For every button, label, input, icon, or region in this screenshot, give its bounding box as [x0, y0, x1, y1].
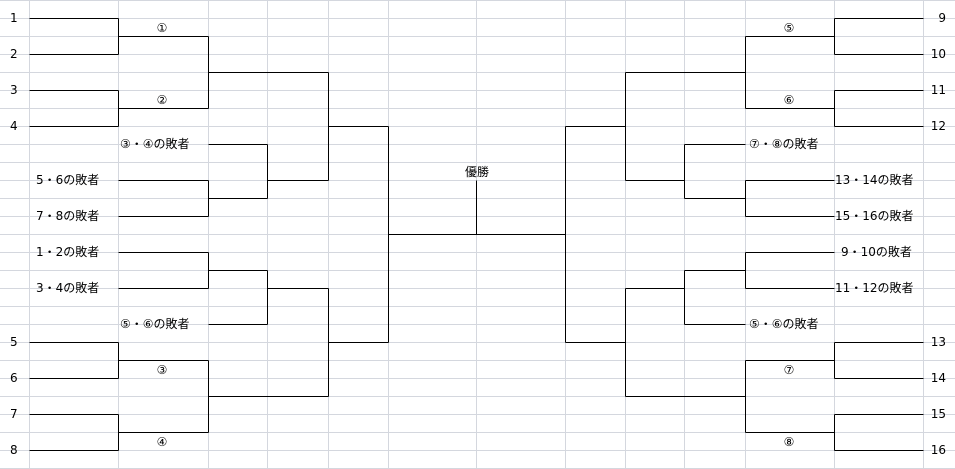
seed-5: 5 — [10, 335, 18, 349]
seed-12: 12 — [930, 119, 946, 133]
match-6-label: ⑥ — [783, 93, 795, 107]
seed-11: 11 — [930, 83, 946, 97]
seed-13: 13 — [930, 335, 946, 349]
seed-16: 16 — [930, 443, 946, 457]
seed-7: 7 — [10, 407, 18, 421]
seed-8: 8 — [10, 443, 18, 457]
match-8-label: ⑧ — [783, 435, 795, 449]
consolation-right-c: 15・16の敗者 — [835, 209, 914, 223]
match-2-label: ② — [156, 93, 168, 107]
consolation-right-e: 11・12の敗者 — [835, 281, 914, 295]
consolation-right-b: 13・14の敗者 — [835, 173, 914, 187]
seed-15: 15 — [930, 407, 946, 421]
seed-4: 4 — [10, 119, 18, 133]
seed-14: 14 — [930, 371, 946, 385]
consolation-left-e: 3・4の敗者 — [36, 281, 100, 295]
seed-3: 3 — [10, 83, 18, 97]
champion-label: 優勝 — [464, 165, 489, 179]
match-7-label: ⑦ — [783, 363, 795, 377]
seed-1: 1 — [10, 11, 18, 25]
consolation-left-f: ⑤・⑥の敗者 — [120, 317, 190, 331]
consolation-right-a: ⑦・⑧の敗者 — [749, 137, 819, 151]
seed-9: 9 — [938, 11, 946, 25]
consolation-right-f: ⑤・⑥の敗者 — [749, 317, 819, 331]
consolation-left-a: ③・④の敗者 — [120, 137, 190, 151]
match-1-label: ① — [156, 21, 168, 35]
consolation-right-d: 9・10の敗者 — [841, 245, 912, 259]
consolation-left-d: 1・2の敗者 — [36, 245, 100, 259]
consolation-left-b: 5・6の敗者 — [36, 173, 100, 187]
match-5-label: ⑤ — [783, 21, 795, 35]
seed-10: 10 — [930, 47, 946, 61]
match-3-label: ③ — [156, 363, 168, 377]
seed-6: 6 — [10, 371, 18, 385]
seed-2: 2 — [10, 47, 18, 61]
consolation-left-c: 7・8の敗者 — [36, 209, 100, 223]
match-4-label: ④ — [156, 435, 168, 449]
